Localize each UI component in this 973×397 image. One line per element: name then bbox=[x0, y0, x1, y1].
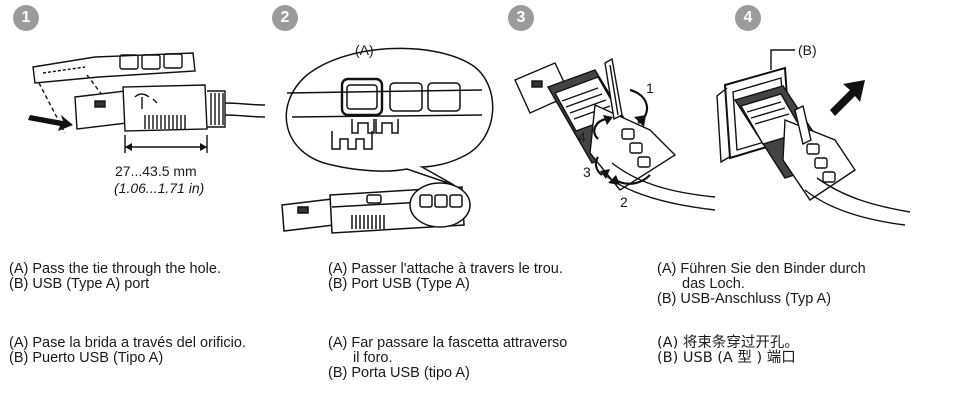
caption-de-a2: das Loch. bbox=[682, 276, 745, 292]
caption-en-a: (A) Pass the tie through the hole. bbox=[9, 261, 221, 277]
caption-zh: (A) 将束条穿过开孔。 (B) USB (A 型 ) 端口 bbox=[657, 336, 799, 366]
caption-it-a2: il foro. bbox=[353, 350, 393, 366]
dimension-mm: 27...43.5 mm bbox=[115, 163, 197, 179]
caption-zh-b: (B) USB (A 型 ) 端口 bbox=[657, 350, 796, 366]
caption-es: (A) Pase la brida a través del orificio.… bbox=[9, 336, 246, 366]
label-a-callout: (A) bbox=[355, 42, 374, 58]
caption-de-a1: (A) Führen Sie den Binder durch bbox=[657, 261, 866, 277]
step-badge-1: 1 bbox=[13, 5, 39, 31]
caption-es-a: (A) Pase la brida a través del orificio. bbox=[9, 335, 246, 351]
label-b-port: (B) bbox=[798, 42, 817, 58]
caption-zh-a: (A) 将束条穿过开孔。 bbox=[657, 335, 799, 351]
figure-3-tie-threading bbox=[514, 57, 716, 211]
step-num-2: 2 bbox=[620, 194, 628, 210]
step-badge-3: 3 bbox=[508, 5, 534, 31]
caption-it-b: (B) Porta USB (tipo A) bbox=[328, 365, 470, 381]
step-num-1: 1 bbox=[646, 80, 654, 96]
caption-en-b: (B) USB (Type A) port bbox=[9, 276, 150, 292]
caption-it-a1: (A) Far passare la fascetta attraverso bbox=[328, 335, 568, 351]
caption-fr: (A) Passer l'attache à travers le trou. … bbox=[328, 262, 563, 292]
caption-es-b: (B) Puerto USB (Tipo A) bbox=[9, 350, 164, 366]
caption-fr-a: (A) Passer l'attache à travers le trou. bbox=[328, 261, 563, 277]
step-badge-4: 4 bbox=[735, 5, 761, 31]
step-num-3: 3 bbox=[583, 164, 591, 180]
caption-de-b: (B) USB-Anschluss (Typ A) bbox=[657, 291, 832, 307]
figure-4-clip-on-port bbox=[716, 49, 911, 226]
caption-en: (A) Pass the tie through the hole. (B) U… bbox=[9, 262, 221, 292]
step-num-4: 4 bbox=[578, 129, 586, 145]
caption-de: (A) Führen Sie den Binder durch das Loch… bbox=[657, 262, 866, 307]
step-badge-2: 2 bbox=[272, 5, 298, 31]
figure-1-usb-clip-measurement bbox=[28, 52, 266, 153]
caption-fr-b: (B) Port USB (Type A) bbox=[328, 276, 470, 292]
dimension-in: (1.06...1.71 in) bbox=[114, 180, 205, 196]
caption-it: (A) Far passare la fascetta attraverso i… bbox=[328, 336, 567, 381]
figure-2-clip-callout bbox=[281, 47, 494, 234]
